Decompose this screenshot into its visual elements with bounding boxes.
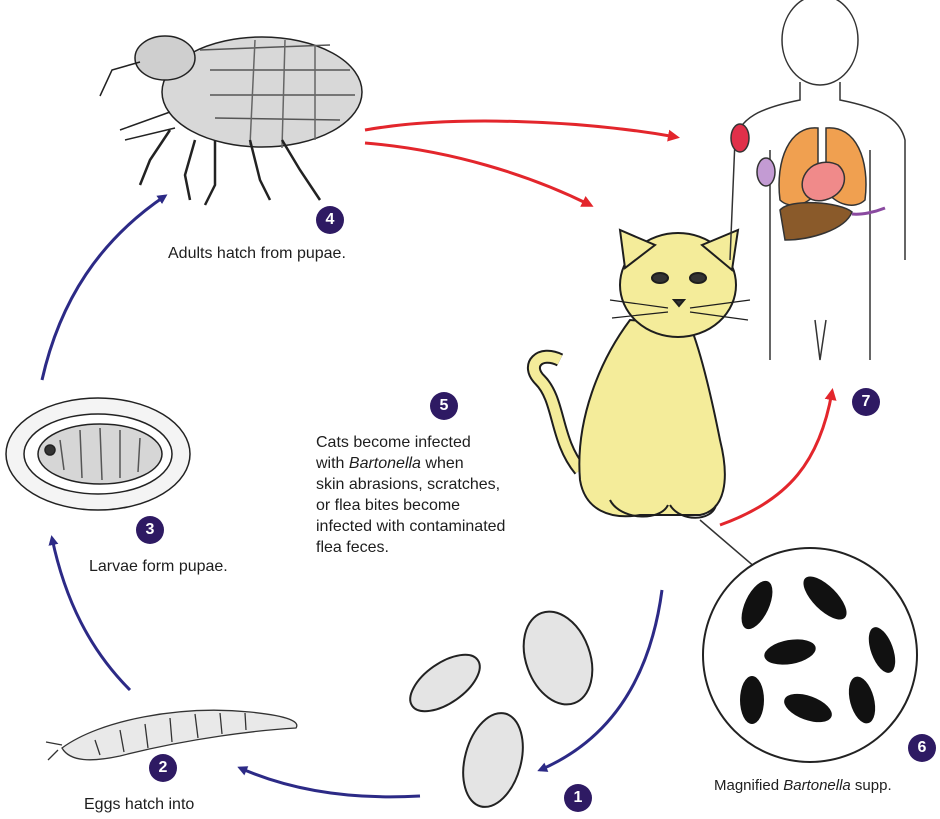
- arrow-flea-to-cat: [365, 143, 590, 205]
- human-body-icon: [730, 0, 905, 360]
- larva-icon: [46, 710, 297, 760]
- arrow-eggs-to-larva: [240, 768, 420, 797]
- magnifier-circle-icon: [700, 520, 917, 762]
- step-5-line-1: Cats become infected: [316, 432, 576, 453]
- step-5-description: Cats become infected with Bartonella whe…: [316, 432, 576, 558]
- spleen: [757, 158, 775, 186]
- step-badge-7: 7: [852, 388, 880, 416]
- pupa-icon: [6, 398, 190, 510]
- step-5-line-2: with Bartonella when: [316, 453, 576, 474]
- lymph-node: [731, 124, 749, 152]
- step-badge-6: 6: [908, 734, 936, 762]
- step-4-label: Adults hatch from pupae.: [168, 244, 346, 264]
- step-5-line-4: or flea bites become: [316, 495, 576, 516]
- step-badge-3: 3: [136, 516, 164, 544]
- step-5-line-6: flea feces.: [316, 537, 576, 558]
- arrow-pupa-to-adult: [42, 196, 165, 380]
- egg-icon: [401, 602, 605, 814]
- step-5-line-3: skin abrasions, scratches,: [316, 474, 576, 495]
- step-6-label: Magnified Bartonella supp.: [714, 776, 892, 796]
- step-badge-1: 1: [564, 784, 592, 812]
- flea-icon: [100, 36, 362, 205]
- step-badge-2: 2: [149, 754, 177, 782]
- step-badge-5: 5: [430, 392, 458, 420]
- arrow-flea-to-human: [365, 121, 676, 137]
- liver: [780, 203, 852, 240]
- step-5-line-5: infected with contaminated: [316, 516, 576, 537]
- step-badge-4: 4: [316, 206, 344, 234]
- arrow-cat-to-human: [720, 392, 832, 525]
- step-2-label: Eggs hatch into: [84, 795, 194, 815]
- step-3-label: Larvae form pupae.: [89, 557, 228, 577]
